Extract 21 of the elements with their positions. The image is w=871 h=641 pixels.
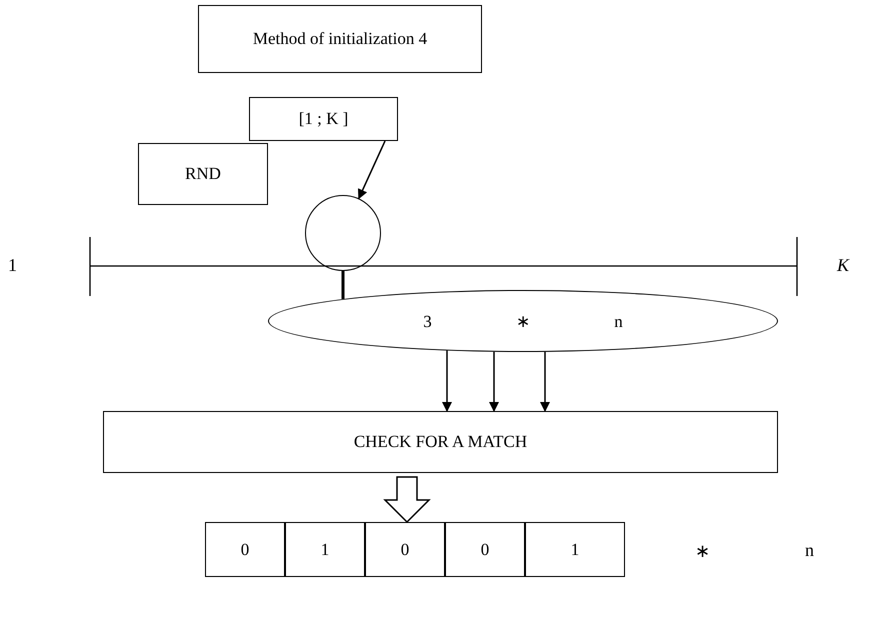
arrow xyxy=(358,140,386,200)
bit-cell: 0 xyxy=(445,522,525,577)
title-box: Method of initialization 4 xyxy=(198,5,482,73)
bit-cell: 1 xyxy=(285,522,365,577)
bit-cell: 1 xyxy=(525,522,625,577)
sample-ellipse: 3 ∗ n xyxy=(268,290,778,352)
rnd-box: RND xyxy=(138,143,268,205)
check-box: CHECK FOR A MATCH xyxy=(103,411,778,473)
block-arrow xyxy=(383,476,431,524)
multiply-sign: ∗ xyxy=(695,540,710,562)
selection-circle xyxy=(305,195,381,271)
count-label: n xyxy=(805,540,814,561)
number-label: K xyxy=(837,255,850,276)
number-label: 1 xyxy=(8,255,17,276)
range-box: [1 ; K ] xyxy=(249,97,398,141)
connector-line xyxy=(342,271,344,300)
bit-cell: 0 xyxy=(205,522,285,577)
arrow xyxy=(540,352,550,412)
arrow xyxy=(489,352,499,412)
arrow xyxy=(442,350,452,412)
bit-cell: 0 xyxy=(365,522,445,577)
